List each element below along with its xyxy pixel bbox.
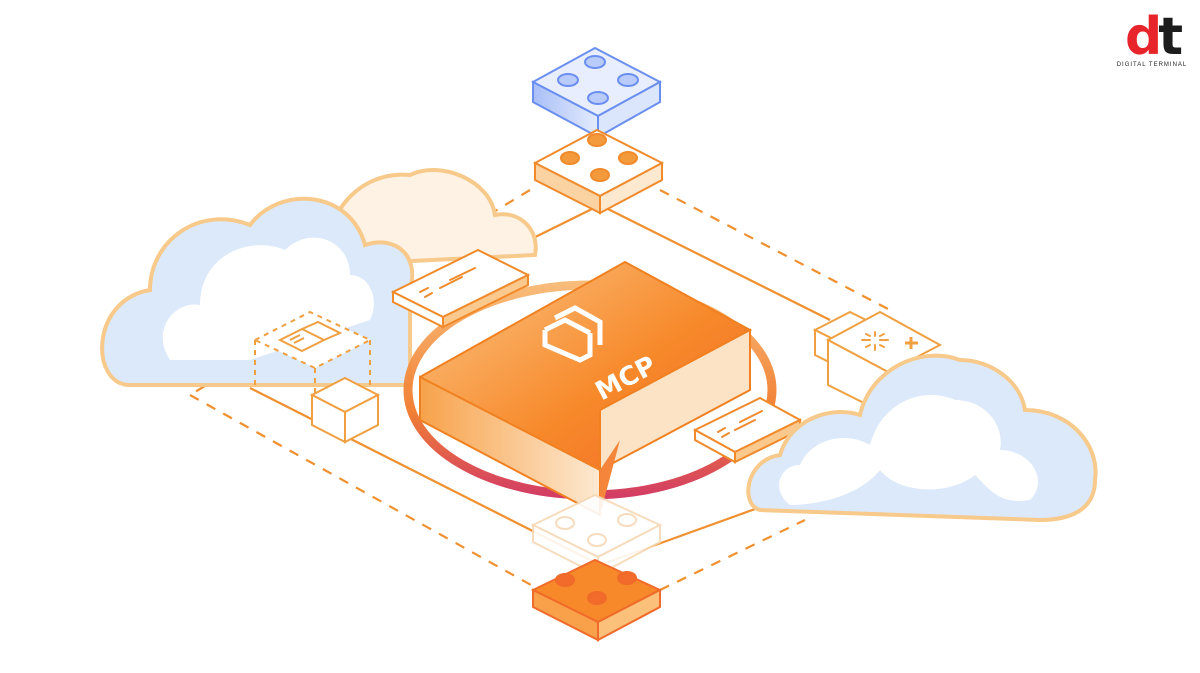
logo-letter-t: t	[1158, 7, 1183, 67]
mcp-block: MCP	[419, 260, 753, 517]
message-bubble-left	[390, 248, 531, 329]
digital-terminal-logo: dt DIGITAL TERMINAL	[1112, 11, 1192, 68]
logo-mark: dt	[1112, 11, 1192, 63]
logo-letter-d: d	[1124, 7, 1162, 67]
small-cube	[309, 376, 381, 444]
plus-icon	[905, 337, 918, 349]
text-lines-icon	[419, 267, 476, 298]
stacked-layers-icon	[542, 305, 603, 363]
top-orange-brick	[532, 128, 665, 215]
logo-subtitle: DIGITAL TERMINAL	[1116, 62, 1188, 68]
top-blue-brick	[530, 46, 663, 139]
left-dashed-box	[252, 310, 381, 444]
bottom-ghost-brick	[530, 493, 663, 577]
sparkle-icon	[861, 331, 889, 351]
book-icon	[277, 320, 343, 353]
bottom-orange-brick	[530, 558, 663, 642]
